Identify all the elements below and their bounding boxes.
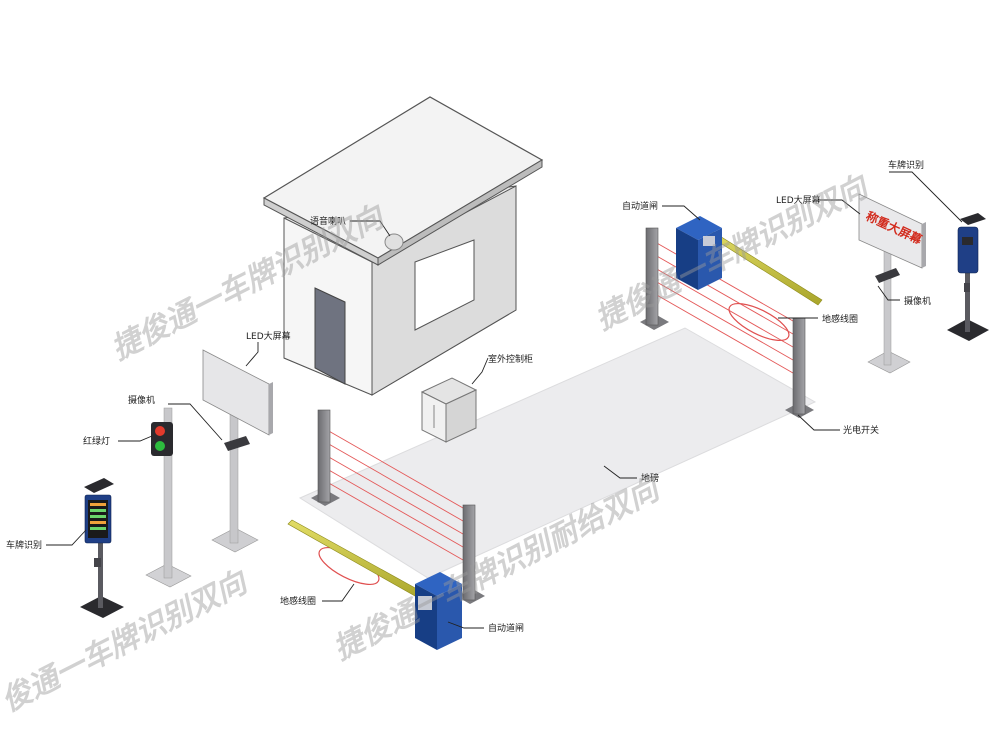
watermark-3: 捷俊通一车牌识别双向 xyxy=(590,168,876,337)
label-camera-left: 摄像机 xyxy=(128,394,155,406)
leader-lines xyxy=(46,171,963,629)
barrier-gate-front xyxy=(415,572,462,650)
speaker-icon xyxy=(384,233,404,251)
photo-post-back-left xyxy=(640,227,669,330)
label-led-screen-right: LED大屏幕 xyxy=(776,194,821,206)
plate-recognition-left xyxy=(80,478,124,618)
label-weighbridge: 地磅 xyxy=(641,472,659,484)
label-loop-right: 地感线圈 xyxy=(822,313,858,325)
led-screen-left xyxy=(202,349,273,553)
label-traffic-light: 红绿灯 xyxy=(83,435,110,447)
green-light-icon xyxy=(155,441,165,451)
plate-recognition-right xyxy=(947,213,989,341)
ground-loop-right xyxy=(728,302,790,342)
barrier-gate-back xyxy=(676,216,722,290)
label-photoelectric-switch: 光电开关 xyxy=(843,424,879,436)
red-light-icon xyxy=(155,426,165,436)
label-loop-left: 地感线圈 xyxy=(280,595,316,607)
labels: 语音喇叭 LED大屏幕 摄像机 红绿灯 车牌识别 室外控制柜 地感线圈 自动道闸… xyxy=(6,159,931,634)
label-plate-recognition-right: 车牌识别 xyxy=(888,159,924,171)
label-led-screen-left: LED大屏幕 xyxy=(246,330,291,342)
guard-house xyxy=(262,96,544,396)
traffic-light xyxy=(145,407,192,588)
front-light-curtain-beams xyxy=(326,429,471,565)
camera-left xyxy=(224,436,250,451)
label-speaker: 语音喇叭 xyxy=(310,215,346,227)
label-camera-right: 摄像机 xyxy=(904,295,931,307)
label-barrier-back: 自动道闸 xyxy=(622,200,658,212)
label-outdoor-cabinet: 室外控制柜 xyxy=(488,353,533,365)
label-barrier-front: 自动道闸 xyxy=(488,622,524,634)
photo-post-front-right xyxy=(456,504,485,604)
led-screen-right: 称重大屏幕 xyxy=(858,193,926,374)
label-plate-recognition-left: 车牌识别 xyxy=(6,539,42,551)
weighbridge-platform xyxy=(298,327,817,579)
watermark-4: 俊通一车牌识别双向 xyxy=(0,564,255,719)
photo-post-front-left xyxy=(311,409,340,506)
outdoor-cabinet xyxy=(420,377,478,443)
camera-right xyxy=(875,268,900,283)
